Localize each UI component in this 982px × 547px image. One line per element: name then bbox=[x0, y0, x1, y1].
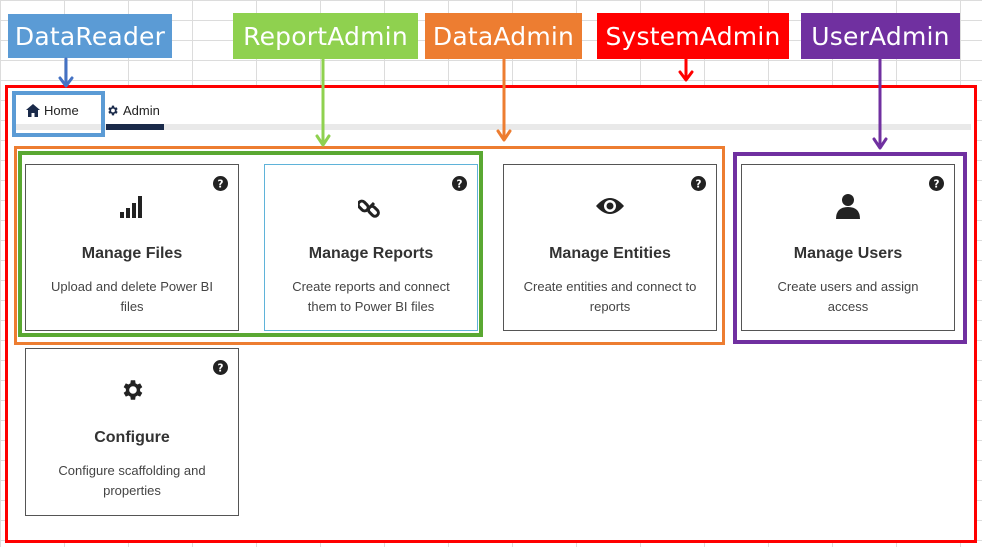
role-label-datareader: DataReader bbox=[8, 14, 172, 58]
role-label-dataadmin: DataAdmin bbox=[425, 13, 582, 59]
useradmin-arrow bbox=[872, 57, 888, 150]
eye-icon bbox=[504, 193, 716, 219]
help-icon[interactable]: ? bbox=[691, 176, 706, 191]
reportadmin-outline bbox=[18, 151, 483, 337]
signal-bars-icon bbox=[26, 193, 238, 219]
datareader-outline bbox=[12, 91, 105, 137]
useradmin-outline bbox=[733, 152, 967, 344]
role-label-systemadmin: SystemAdmin bbox=[597, 13, 789, 59]
card-description: Upload and delete Power BI files bbox=[51, 279, 213, 314]
role-label-useradmin: UserAdmin bbox=[801, 13, 960, 59]
nav-bar bbox=[14, 124, 971, 130]
card-title: Configure bbox=[94, 429, 170, 446]
help-icon[interactable]: ? bbox=[929, 176, 944, 191]
help-icon[interactable]: ? bbox=[452, 176, 467, 191]
card-description: Create entities and connect to reports bbox=[523, 279, 697, 314]
card-description: Configure scaffolding and properties bbox=[58, 463, 206, 498]
user-icon bbox=[742, 193, 954, 219]
card-description: Create users and assign access bbox=[777, 279, 919, 314]
home-tab[interactable]: Home bbox=[26, 103, 79, 118]
svg-text:?: ? bbox=[934, 178, 940, 190]
role-label-reportadmin: ReportAdmin bbox=[233, 13, 418, 59]
dataadmin-arrow bbox=[496, 57, 512, 142]
card-description: Create reports and connect them to Power… bbox=[292, 279, 450, 314]
card-title: Manage Entities bbox=[549, 245, 671, 262]
manage-entities-card[interactable]: ? Manage Entities Create entities and co… bbox=[503, 164, 717, 331]
svg-text:?: ? bbox=[218, 362, 224, 374]
systemadmin-outline bbox=[5, 85, 977, 543]
reportadmin-arrow bbox=[315, 57, 331, 147]
admin-tab-indicator bbox=[106, 124, 164, 130]
card-title: Manage Users bbox=[793, 245, 903, 262]
admin-tab[interactable]: Admin bbox=[106, 103, 160, 118]
systemadmin-arrow bbox=[678, 57, 694, 82]
gear-icon bbox=[26, 377, 238, 403]
manage-files-card[interactable]: ? Manage Files Upload and delete Power B… bbox=[25, 164, 239, 331]
home-tab-label: Home bbox=[44, 103, 79, 118]
card-title: Manage Reports bbox=[308, 245, 434, 262]
manage-reports-card[interactable]: ? Manage Reports Create reports and conn… bbox=[264, 164, 478, 331]
svg-text:?: ? bbox=[696, 178, 702, 190]
svg-text:?: ? bbox=[457, 178, 463, 190]
datareader-arrow bbox=[58, 57, 74, 88]
configure-card[interactable]: ? Configure Configure scaffolding and pr… bbox=[25, 348, 239, 516]
home-icon bbox=[26, 104, 40, 117]
manage-users-card[interactable]: ? Manage Users Create users and assign a… bbox=[741, 164, 955, 331]
help-icon[interactable]: ? bbox=[213, 360, 228, 375]
admin-tab-label: Admin bbox=[123, 103, 160, 118]
cog-icon bbox=[106, 104, 119, 117]
link-icon bbox=[265, 193, 477, 219]
help-icon[interactable]: ? bbox=[213, 176, 228, 191]
svg-text:?: ? bbox=[218, 178, 224, 190]
card-title: Manage Files bbox=[81, 245, 183, 262]
dataadmin-outline bbox=[14, 146, 725, 345]
